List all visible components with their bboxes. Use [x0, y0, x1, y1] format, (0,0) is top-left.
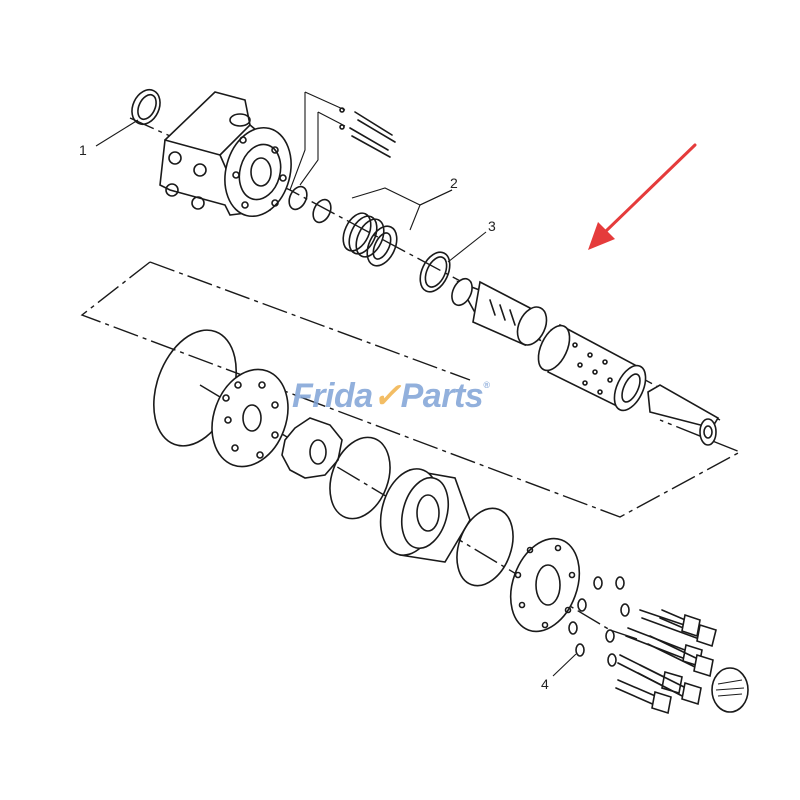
red-pointer-arrow	[588, 143, 697, 250]
assembly-boundary	[80, 261, 742, 518]
housing	[159, 91, 292, 218]
watermark-text-first: Frida	[292, 377, 373, 415]
sleeve	[537, 323, 647, 412]
seal-ring-part-1	[131, 88, 161, 126]
callout-4: 4	[541, 676, 549, 692]
watermark-text-second: Parts	[400, 377, 484, 415]
o-ring-middle	[329, 436, 391, 520]
registered-mark: ®	[483, 380, 490, 390]
drive-shaft	[647, 384, 720, 446]
watermark-check-icon: ✓	[372, 377, 402, 415]
center-axis-lower	[199, 384, 641, 641]
o-rings-upper	[288, 185, 332, 224]
wear-plate	[211, 368, 289, 468]
bolts	[615, 609, 717, 715]
callout-leaders	[95, 119, 577, 677]
callout-2: 2	[450, 175, 458, 191]
name-plate	[711, 667, 749, 713]
star-rotor	[281, 417, 343, 479]
callout-3: 3	[488, 218, 496, 234]
pins	[289, 91, 396, 191]
watermark-logo: Frida✓Parts®	[292, 376, 490, 416]
o-ring-lower	[456, 507, 514, 587]
ring-part-3	[419, 251, 451, 293]
end-cap	[509, 537, 581, 633]
gerotor	[379, 468, 471, 563]
washers-part-4	[568, 576, 630, 667]
callout-1: 1	[79, 142, 87, 158]
bearing-pack-part-2	[342, 187, 453, 267]
spool	[451, 277, 548, 347]
